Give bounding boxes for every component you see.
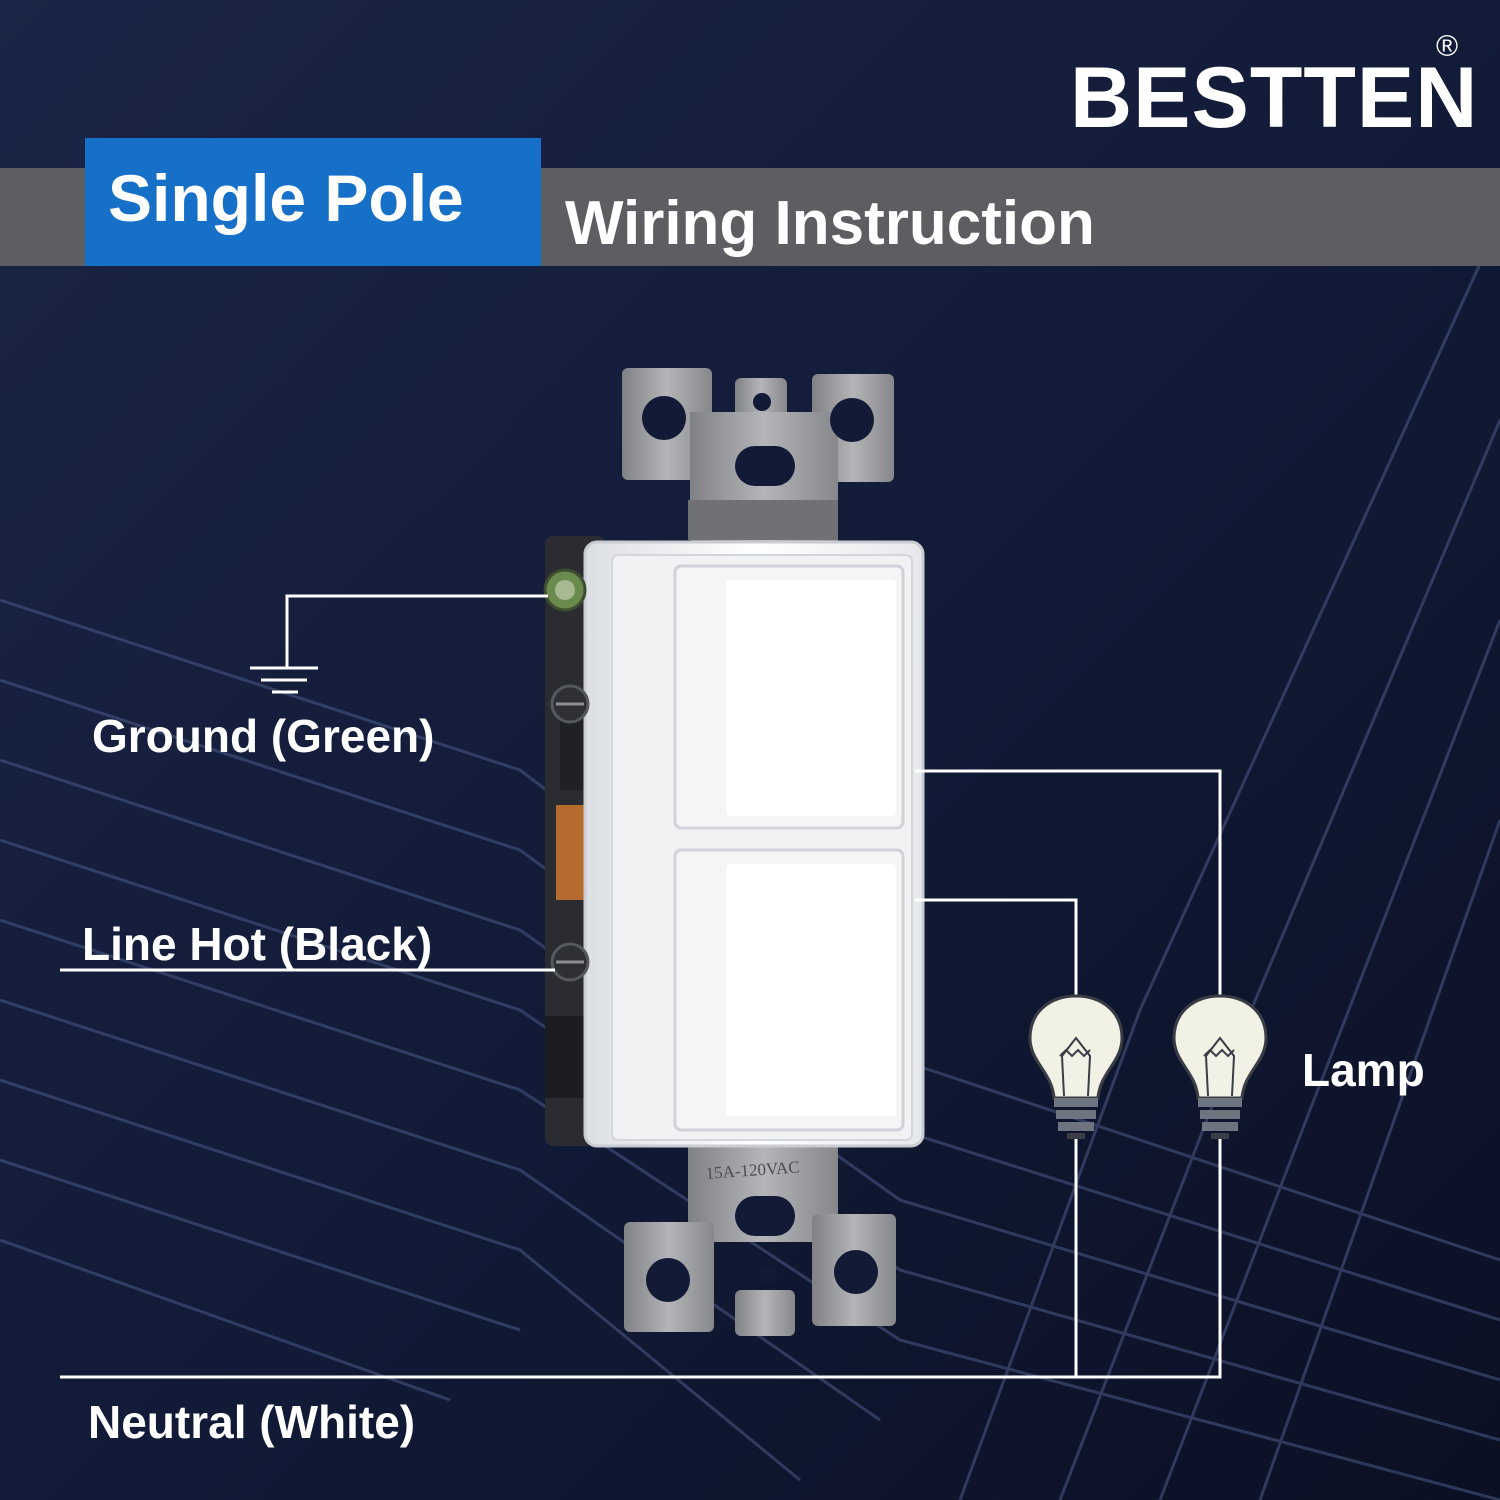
badge-label: Single Pole: [108, 161, 464, 235]
ground-label: Ground (Green): [92, 710, 435, 762]
wires: [60, 594, 1222, 1379]
mounting-strap-top: [622, 368, 894, 546]
screw-terminal-icon: [550, 684, 590, 724]
lamp-wire-bottom: [915, 898, 1078, 1000]
ground-symbol-icon: [250, 666, 318, 694]
neutral-wire: [60, 1138, 1222, 1379]
brand-logo: BESTTEN: [1070, 50, 1479, 146]
header-title: Wiring Instruction: [565, 189, 1095, 258]
rocker-switch-bottom-face: [726, 864, 896, 1116]
registered-mark: ®: [1436, 30, 1459, 63]
ground-wire: [285, 594, 548, 668]
mounting-strap-bottom: [624, 1142, 896, 1336]
lamp-wire-top: [915, 769, 1222, 1000]
light-bulb-icon: [1172, 994, 1268, 1139]
light-bulb-icon: [1028, 994, 1124, 1139]
lamp-label: Lamp: [1302, 1044, 1425, 1096]
rocker-switch-top-face: [726, 580, 896, 816]
line-hot-label: Line Hot (Black): [82, 918, 433, 970]
header-badge: [85, 138, 541, 266]
screw-terminal-icon: [543, 568, 587, 612]
neutral-label: Neutral (White): [88, 1396, 416, 1448]
screw-terminal-icon: [550, 942, 590, 982]
